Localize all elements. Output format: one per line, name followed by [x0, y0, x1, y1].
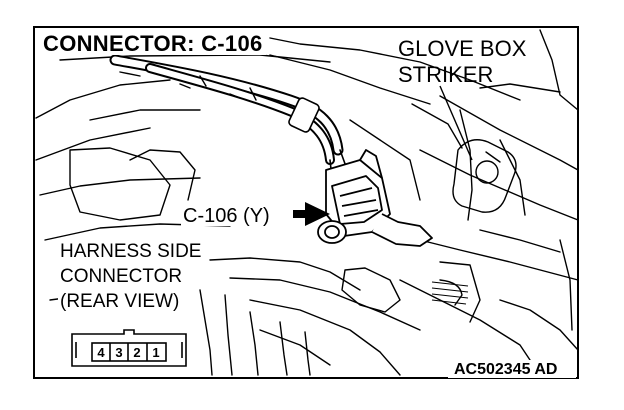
- harness-side-label-line2: CONNECTOR: [58, 266, 185, 287]
- harness-connector-symbol: [71, 329, 187, 367]
- figure-code: AC502345 AD: [452, 361, 560, 378]
- pin-label: 1: [152, 345, 160, 360]
- harness-side-label-line3: (REAR VIEW): [58, 291, 182, 312]
- pointer-arrow: [293, 202, 330, 226]
- connector-callout: C-106 (Y): [181, 205, 272, 227]
- connector-c106: [317, 149, 433, 247]
- glove-box-label-line1: GLOVE BOX: [398, 36, 527, 61]
- leader-line: [439, 85, 473, 161]
- connector-title: CONNECTOR: C-106: [40, 33, 266, 55]
- hatch-area: [431, 281, 469, 305]
- glove-box-label-line2: STRIKER: [398, 62, 494, 87]
- pin-label: 2: [133, 345, 141, 360]
- dashboard-linework: [35, 29, 579, 376]
- pin-label: 3: [115, 345, 123, 360]
- harness-side-label-line1: HARNESS SIDE: [58, 241, 204, 262]
- pin-label: 4: [97, 345, 105, 360]
